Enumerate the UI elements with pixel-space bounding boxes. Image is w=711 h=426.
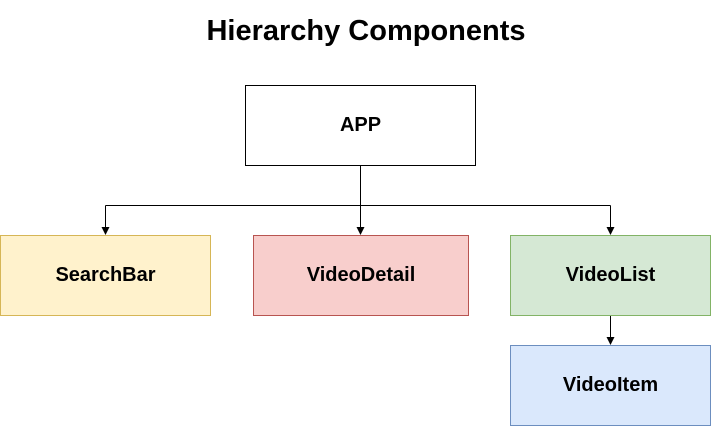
node-videodetail[interactable]: VideoDetail	[253, 235, 469, 316]
node-videoitem-label: VideoItem	[562, 374, 659, 396]
node-searchbar[interactable]: SearchBar	[0, 235, 211, 316]
node-searchbar-label: SearchBar	[55, 264, 156, 286]
node-videoitem[interactable]: VideoItem	[510, 345, 711, 426]
node-app-label: APP	[339, 114, 382, 136]
node-videolist[interactable]: VideoList	[510, 235, 711, 316]
diagram-title: Hierarchy Components	[206, 15, 526, 47]
node-videodetail-label: VideoDetail	[306, 264, 416, 286]
node-app[interactable]: APP	[245, 85, 476, 166]
node-videolist-label: VideoList	[565, 264, 656, 286]
